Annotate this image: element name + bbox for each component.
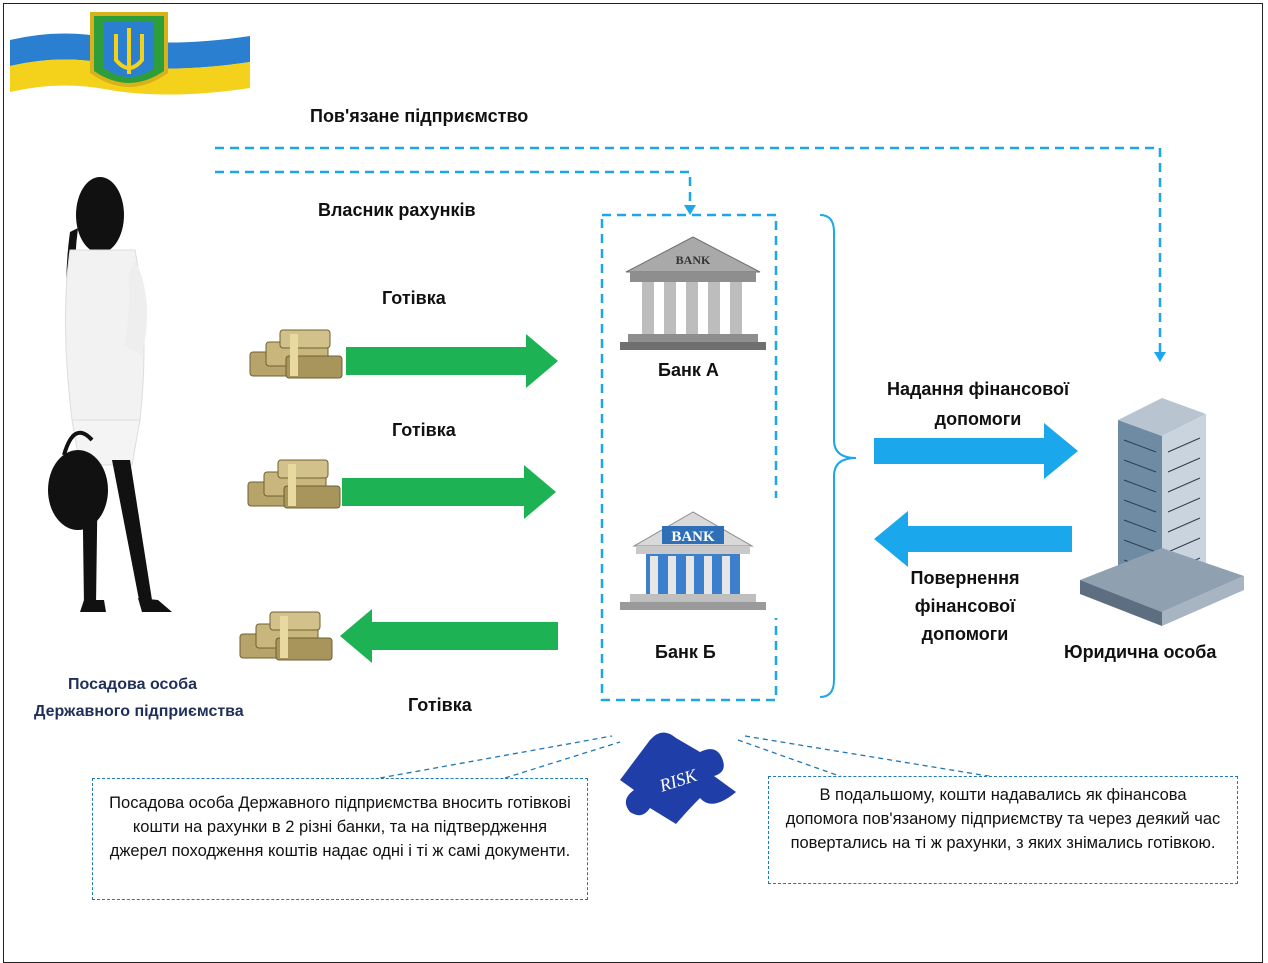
bank-icon: BANK [620, 511, 766, 610]
related-enterprise-connector [215, 146, 1162, 352]
woman-figure-icon [48, 177, 172, 612]
cash-arrow-to-bank-a [346, 334, 558, 388]
left-note-text: Посадова особа Державного підприємства в… [109, 794, 571, 860]
cash-label-1: Готівка [382, 288, 446, 308]
cash-arrow-to-bank-b [342, 465, 556, 519]
flag-emblem-icon [10, 12, 250, 95]
cash-arrow-from-bank-b [340, 609, 558, 663]
bank-b-sign: BANK [671, 529, 715, 545]
accounts-brace [819, 214, 857, 698]
return-arrow [874, 511, 1072, 567]
money-stack-icon [239, 611, 333, 661]
right-note-text: В подальшому, кошти надавались як фінанс… [785, 786, 1221, 852]
related-enterprise-label: Пов'язане підприємство [310, 106, 529, 126]
money-stack-icon [249, 329, 343, 379]
cash-label-2: Готівка [392, 420, 456, 440]
bank-b-label: Банк Б [655, 642, 716, 662]
office-building-icon [1080, 398, 1244, 626]
return-label: Повернення фінансової допомоги [910, 568, 1020, 644]
bank-a-label: Банк А [658, 360, 719, 380]
bank-icon: BANK [620, 236, 766, 350]
money-stack-icon [247, 459, 341, 509]
account-owner-label: Власник рахунків [318, 200, 476, 220]
risk-puzzle-icon: RISK [620, 732, 736, 824]
connector-arrowhead [684, 205, 696, 215]
left-note-box: Посадова особа Державного підприємства в… [92, 778, 588, 900]
official-label-line2: Державного підприємства [34, 703, 244, 720]
right-note-box: В подальшому, кошти надавались як фінанс… [768, 776, 1238, 884]
provision-arrow [874, 423, 1078, 479]
cash-label-3: Готівка [408, 695, 472, 715]
provision-label: Надання фінансової допомоги [886, 379, 1070, 429]
connector-arrowhead [1154, 352, 1166, 362]
official-label-line1: Посадова особа [68, 676, 197, 693]
bank-a-sign: BANK [676, 253, 711, 267]
legal-entity-label: Юридична особа [1064, 642, 1217, 662]
callout-connectors [379, 735, 1001, 779]
